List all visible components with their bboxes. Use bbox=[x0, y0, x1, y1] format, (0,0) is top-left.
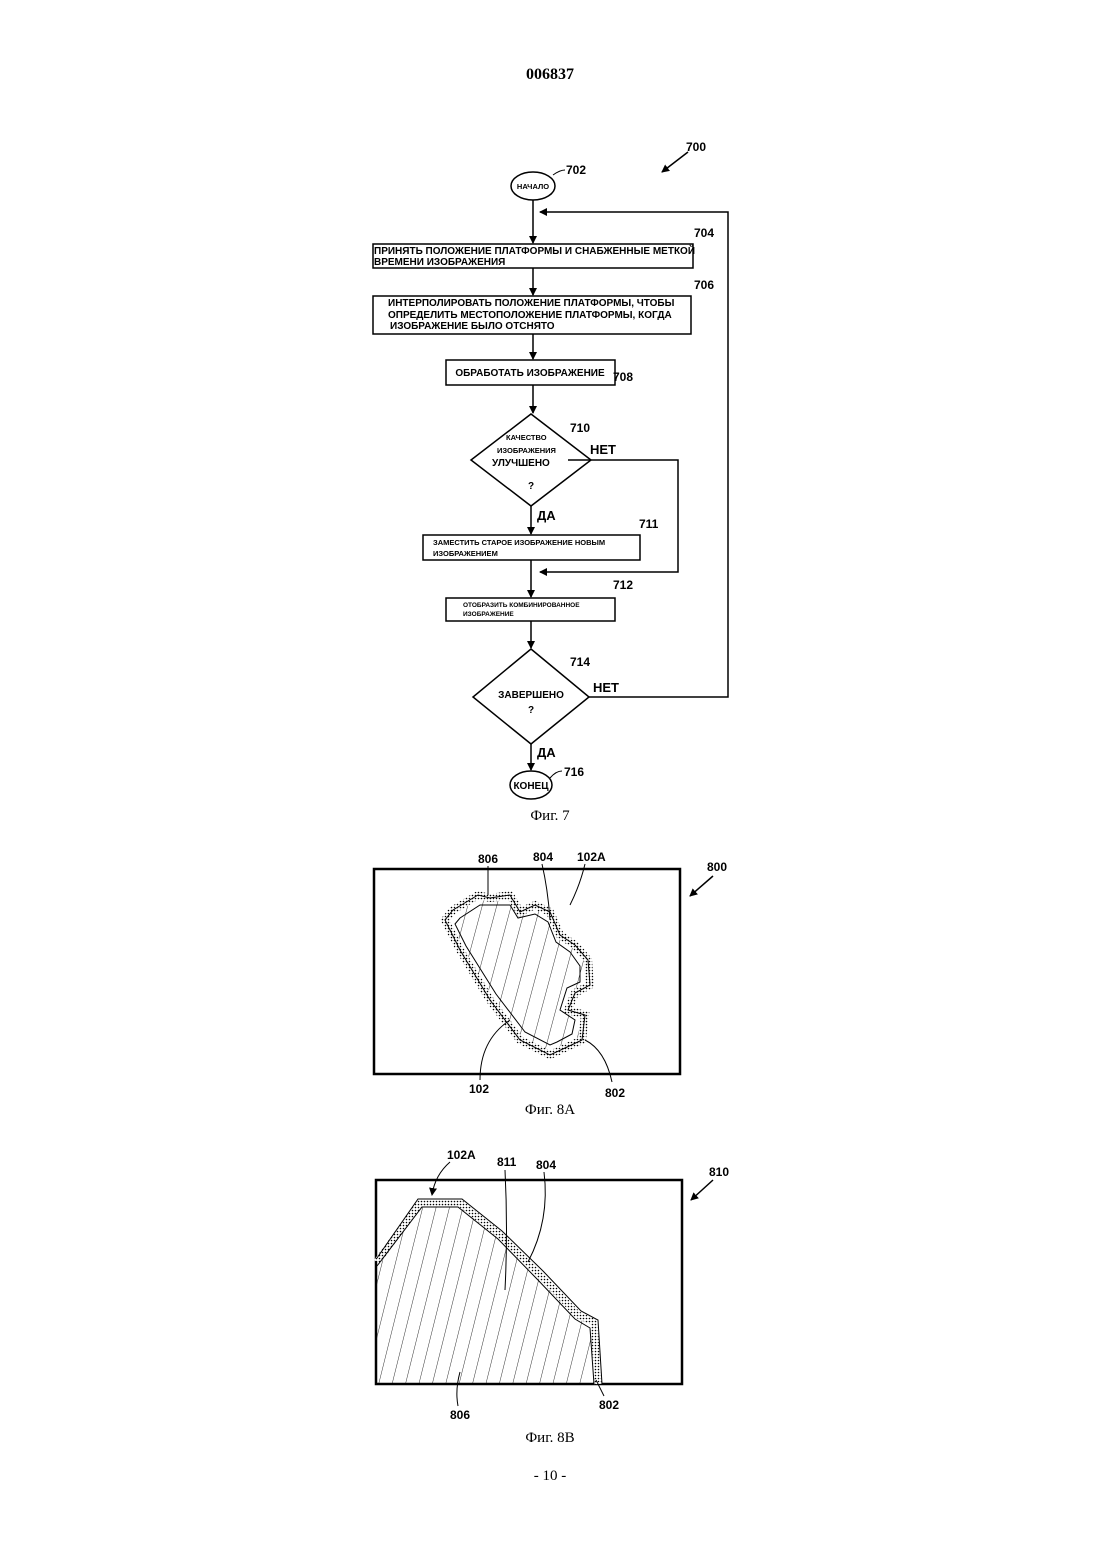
ref-800: 800 bbox=[707, 860, 727, 874]
decision-714-no: НЕТ bbox=[593, 680, 619, 695]
start-text: НАЧАЛО bbox=[517, 182, 549, 191]
ref-714: 714 bbox=[570, 655, 590, 669]
step-704-line2: ВРЕМЕНИ ИЗОБРАЖЕНИЯ bbox=[374, 257, 505, 268]
step-712-line1: ОТОБРАЗИТЬ КОМБИНИРОВАННОЕ bbox=[463, 602, 580, 609]
decision-710-line3: УЛУЧШЕНО bbox=[492, 458, 550, 469]
decision-710-no: НЕТ bbox=[590, 442, 616, 457]
fig8b-label-804: 804 bbox=[536, 1158, 556, 1172]
ref-810-arrow bbox=[691, 1180, 713, 1200]
step-712-line2: ИЗОБРАЖЕНИЕ bbox=[463, 611, 514, 618]
step-704-line1: ПРИНЯТЬ ПОЛОЖЕНИЕ ПЛАТФОРМЫ И СНАБЖЕННЫЕ… bbox=[374, 244, 695, 257]
fig8a-label-102a: 102А bbox=[577, 850, 606, 864]
page-number: - 10 - bbox=[0, 1468, 1100, 1485]
decision-714-line2: ? bbox=[528, 705, 534, 716]
decision-710-line4: ? bbox=[528, 481, 534, 492]
ref-710: 710 bbox=[570, 421, 590, 435]
step-708-text: ОБРАБОТАТЬ ИЗОБРАЖЕНИЕ bbox=[455, 368, 605, 379]
figure-8a: 800 806 804 102А 102 802 bbox=[374, 850, 727, 1100]
end-text: КОНЕЦ bbox=[513, 781, 549, 792]
decision-710-line2: ИЗОБРАЖЕНИЯ bbox=[497, 446, 556, 455]
decision-714-line1: ЗАВЕРШЕНО bbox=[498, 690, 564, 701]
fig8a-label-802: 802 bbox=[605, 1086, 625, 1100]
ref-712: 712 bbox=[613, 578, 633, 592]
fig8b-label-102a: 102А bbox=[447, 1148, 476, 1162]
decision-710-line1: КАЧЕСТВО bbox=[506, 433, 547, 442]
step-711-line2: ИЗОБРАЖЕНИЕМ bbox=[433, 549, 498, 558]
step-711-line1: ЗАМЕСТИТЬ СТАРОЕ ИЗОБРАЖЕНИЕ НОВЫМ bbox=[433, 538, 605, 547]
ref-702: 702 bbox=[566, 163, 586, 177]
fig8a-caption: Фиг. 8А bbox=[0, 1102, 1100, 1119]
ref-800-arrow bbox=[690, 876, 713, 896]
ref-702-leader bbox=[553, 170, 565, 175]
fig8a-label-806: 806 bbox=[478, 852, 498, 866]
flowchart-fig7: 700 НАЧАЛО 702 ПРИНЯТЬ ПОЛОЖЕНИЕ ПЛАТФОР… bbox=[373, 140, 728, 799]
ref-700-arrow bbox=[662, 152, 688, 172]
ref-810: 810 bbox=[709, 1165, 729, 1179]
fig7-caption: Фиг. 7 bbox=[0, 808, 1100, 825]
figure-8b: 810 102А 811 804 806 802 bbox=[376, 1148, 729, 1422]
fig8b-caption: Фиг. 8В bbox=[0, 1430, 1100, 1447]
decision-714-yes: ДА bbox=[537, 745, 556, 760]
ref-716: 716 bbox=[564, 765, 584, 779]
ref-706: 706 bbox=[694, 278, 714, 292]
fig8b-label-802: 802 bbox=[599, 1398, 619, 1412]
ref-711: 711 bbox=[639, 517, 659, 531]
ref-704: 704 bbox=[694, 226, 714, 240]
fig8b-label-806: 806 bbox=[450, 1408, 470, 1422]
fig8b-label-811: 811 bbox=[497, 1155, 517, 1169]
ref-708: 708 bbox=[613, 370, 633, 384]
ref-716-leader bbox=[550, 771, 562, 778]
ref-700: 700 bbox=[686, 140, 706, 154]
fig8a-label-102: 102 bbox=[469, 1082, 489, 1096]
decision-710-yes: ДА bbox=[537, 508, 556, 523]
step-706-line1: ИНТЕРПОЛИРОВАТЬ ПОЛОЖЕНИЕ ПЛАТФОРМЫ, ЧТО… bbox=[388, 298, 675, 309]
step-706-line2: ОПРЕДЕЛИТЬ МЕСТОПОЛОЖЕНИЕ ПЛАТФОРМЫ, КОГ… bbox=[388, 310, 672, 321]
step-706-line3: ИЗОБРАЖЕНИЕ БЫЛО ОТСНЯТО bbox=[390, 321, 555, 332]
fig8a-label-804: 804 bbox=[533, 850, 553, 864]
